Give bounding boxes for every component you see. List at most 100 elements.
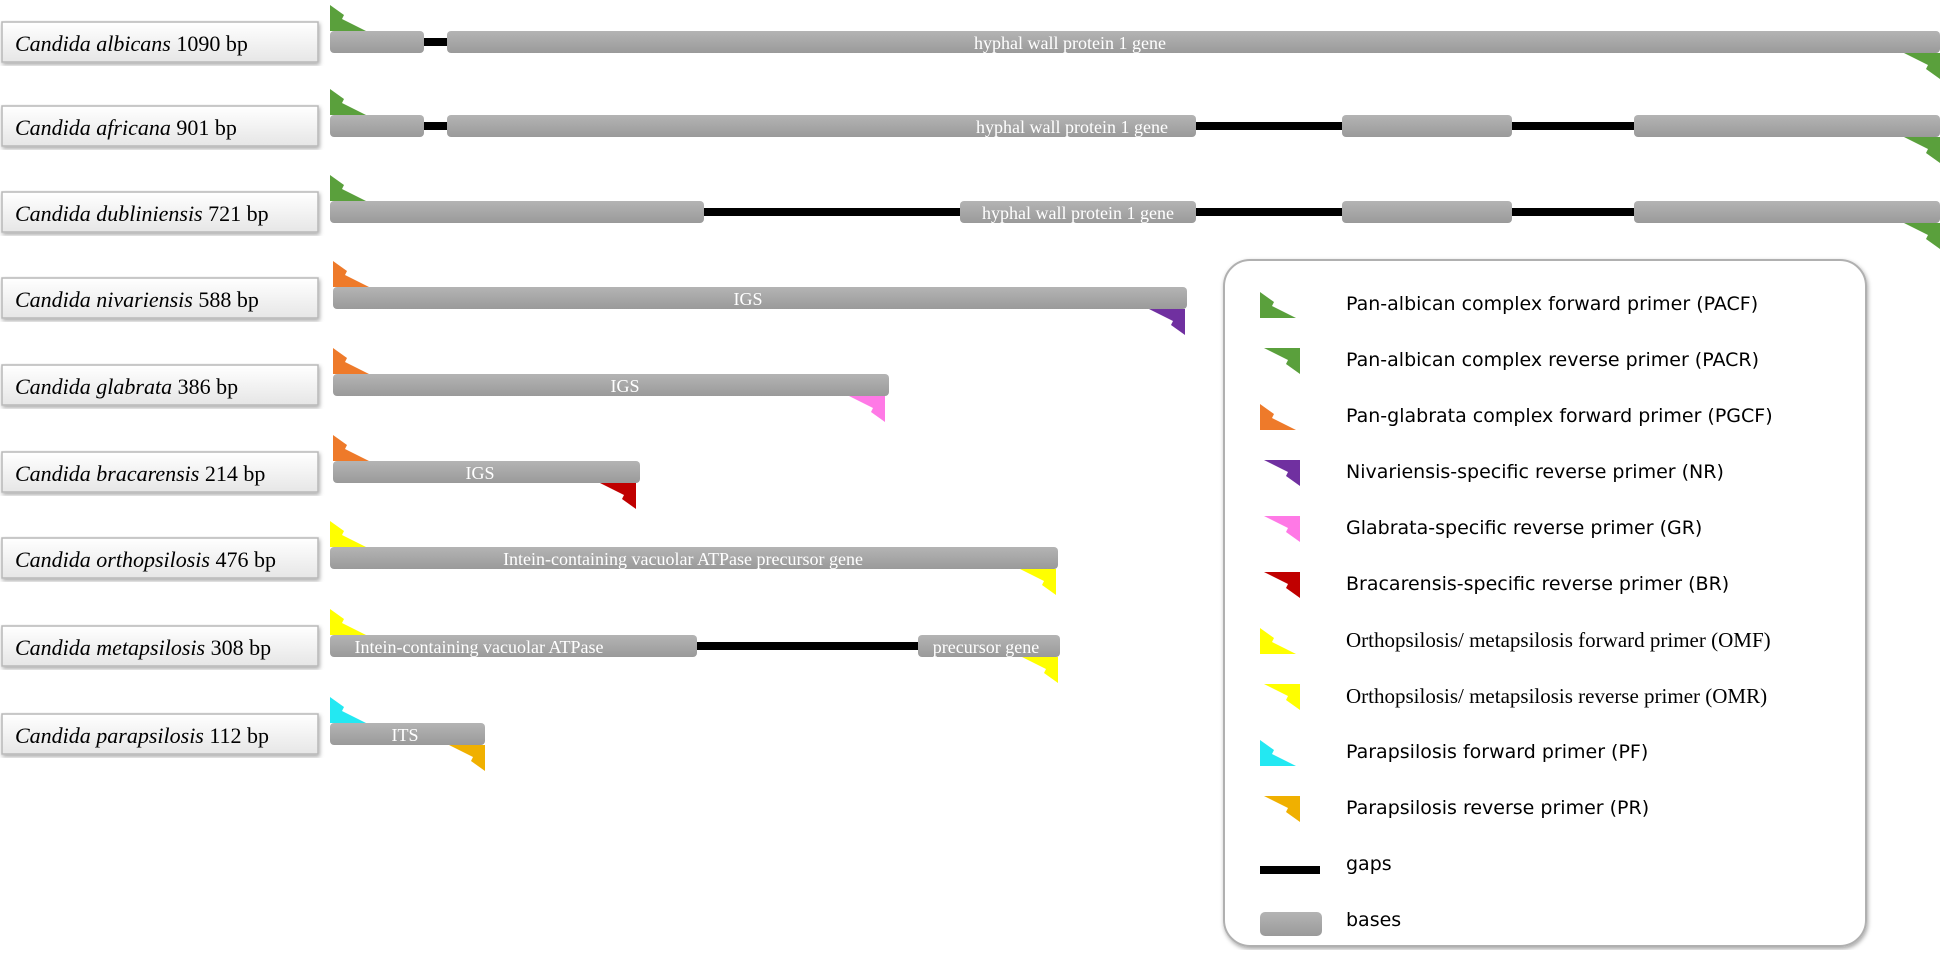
species-row: Candida bracarensis 214 bp IGS — [1, 435, 640, 509]
base-segment — [1342, 201, 1512, 223]
gap-line — [704, 208, 960, 216]
species-name: Candida nivariensis — [15, 287, 193, 312]
legend-label: Orthopsilosis/ metapsilosis reverse prim… — [1346, 684, 1767, 708]
species-label-box — [1, 713, 319, 755]
species-row: Candida orthopsilosis 476 bp Intein-conta… — [1, 521, 1058, 595]
gap-line — [424, 38, 447, 46]
species-label: Candida dubliniensis 721 bp — [15, 201, 269, 226]
gap-line — [697, 642, 918, 650]
base-segment — [333, 461, 640, 483]
legend-base-swatch — [1260, 912, 1322, 936]
forward-primer-arrow — [330, 89, 366, 115]
legend-reverse-arrow-icon — [1264, 684, 1300, 710]
forward-primer-arrow — [330, 175, 366, 201]
gene-label: IGS — [465, 463, 494, 483]
legend-forward-arrow-icon — [1260, 628, 1296, 654]
species-label-box — [1, 537, 319, 579]
gene-label: Intein-containing vacuolar ATPase — [355, 637, 604, 657]
base-segment — [1634, 115, 1940, 137]
species-label: Candida glabrata 386 bp — [15, 374, 238, 399]
species-name: Candida metapsilosis — [15, 635, 205, 660]
legend-item: Pan-albican complex forward primer (PACF… — [1260, 292, 1758, 318]
amplicon-size: 901 bp — [171, 115, 237, 140]
base-segment — [1342, 115, 1512, 137]
legend-item: Orthopsilosis/ metapsilosis forward prim… — [1260, 628, 1771, 654]
gene-label: Intein-containing vacuolar ATPase precur… — [503, 549, 863, 569]
base-segment — [918, 635, 1060, 657]
amplicon-size: 386 bp — [172, 374, 238, 399]
legend-item: Nivariensis-specific reverse primer (NR) — [1264, 460, 1724, 486]
legend-label: Parapsilosis forward primer (PF) — [1346, 741, 1648, 763]
legend-label: Orthopsilosis/ metapsilosis forward prim… — [1346, 628, 1771, 652]
legend-reverse-arrow-icon — [1264, 460, 1300, 486]
species-label-box — [1, 451, 319, 493]
forward-primer-arrow — [330, 697, 366, 723]
base-segment — [333, 374, 889, 396]
forward-primer-arrow — [333, 435, 369, 461]
species-label-box — [1, 191, 319, 233]
amplicon-size: 721 bp — [203, 201, 269, 226]
reverse-primer-arrow — [1904, 53, 1940, 79]
base-segment — [330, 547, 1058, 569]
base-segment — [447, 31, 1940, 53]
forward-primer-arrow — [330, 5, 366, 31]
legend-item: Pan-albican complex reverse primer (PACR… — [1264, 348, 1759, 374]
species-name: Candida bracarensis — [15, 461, 199, 486]
legend-label: Nivariensis-specific reverse primer (NR) — [1346, 461, 1724, 483]
base-segment — [447, 115, 1196, 137]
legend-item: Orthopsilosis/ metapsilosis reverse prim… — [1264, 684, 1767, 710]
species-name: Candida orthopsilosis — [15, 547, 210, 572]
legend-label: Bracarensis-specific reverse primer (BR) — [1346, 573, 1729, 595]
base-segment — [330, 115, 424, 137]
gap-line — [1512, 122, 1634, 130]
legend-item: Glabrata-specific reverse primer (GR) — [1264, 516, 1702, 542]
amplicon-size: 308 bp — [205, 635, 271, 660]
gene-label: hyphal wall protein 1 gene — [974, 33, 1166, 53]
gene-label: IGS — [610, 376, 639, 396]
species-label: Candida nivariensis 588 bp — [15, 287, 259, 312]
base-segment — [333, 287, 1187, 309]
reverse-primer-arrow — [600, 483, 636, 509]
species-row: Candida glabrata 386 bp IGS — [1, 348, 889, 422]
legend-forward-arrow-icon — [1260, 740, 1296, 766]
forward-primer-arrow — [333, 348, 369, 374]
species-rows: Candida albicans 1090 bp hyphal wall prot… — [1, 5, 1940, 771]
species-name: Candida albicans — [15, 31, 171, 56]
legend-label: gaps — [1346, 853, 1392, 875]
species-label-box — [1, 21, 319, 63]
forward-primer-arrow — [330, 609, 366, 635]
legend-reverse-arrow-icon — [1264, 572, 1300, 598]
legend-gap-swatch — [1260, 866, 1320, 874]
base-segment — [330, 201, 704, 223]
base-segment — [330, 723, 485, 745]
gap-line — [1196, 122, 1342, 130]
reverse-primer-arrow — [849, 396, 885, 422]
base-segment — [330, 635, 697, 657]
species-label: Candida orthopsilosis 476 bp — [15, 547, 276, 572]
gap-line — [424, 122, 447, 130]
legend-reverse-arrow-icon — [1264, 796, 1300, 822]
amplicon-size: 476 bp — [210, 547, 276, 572]
legend-item: bases — [1260, 909, 1401, 936]
species-name: Candida dubliniensis — [15, 201, 203, 226]
species-label: Candida parapsilosis 112 bp — [15, 723, 269, 748]
legend-label: Pan-albican complex reverse primer (PACR… — [1346, 349, 1759, 371]
legend-box — [1223, 259, 1867, 947]
gap-line — [1512, 208, 1634, 216]
legend-reverse-arrow-icon — [1264, 348, 1300, 374]
legend-forward-arrow-icon — [1260, 292, 1296, 318]
forward-primer-arrow — [333, 261, 369, 287]
legend-item: Bracarensis-specific reverse primer (BR) — [1264, 572, 1729, 598]
amplicon-size: 214 bp — [199, 461, 265, 486]
amplicon-size: 1090 bp — [171, 31, 248, 56]
legend-label: Glabrata-specific reverse primer (GR) — [1346, 517, 1702, 539]
reverse-primer-arrow — [1022, 657, 1058, 683]
base-segment — [960, 201, 1196, 223]
reverse-primer-arrow — [1904, 223, 1940, 249]
